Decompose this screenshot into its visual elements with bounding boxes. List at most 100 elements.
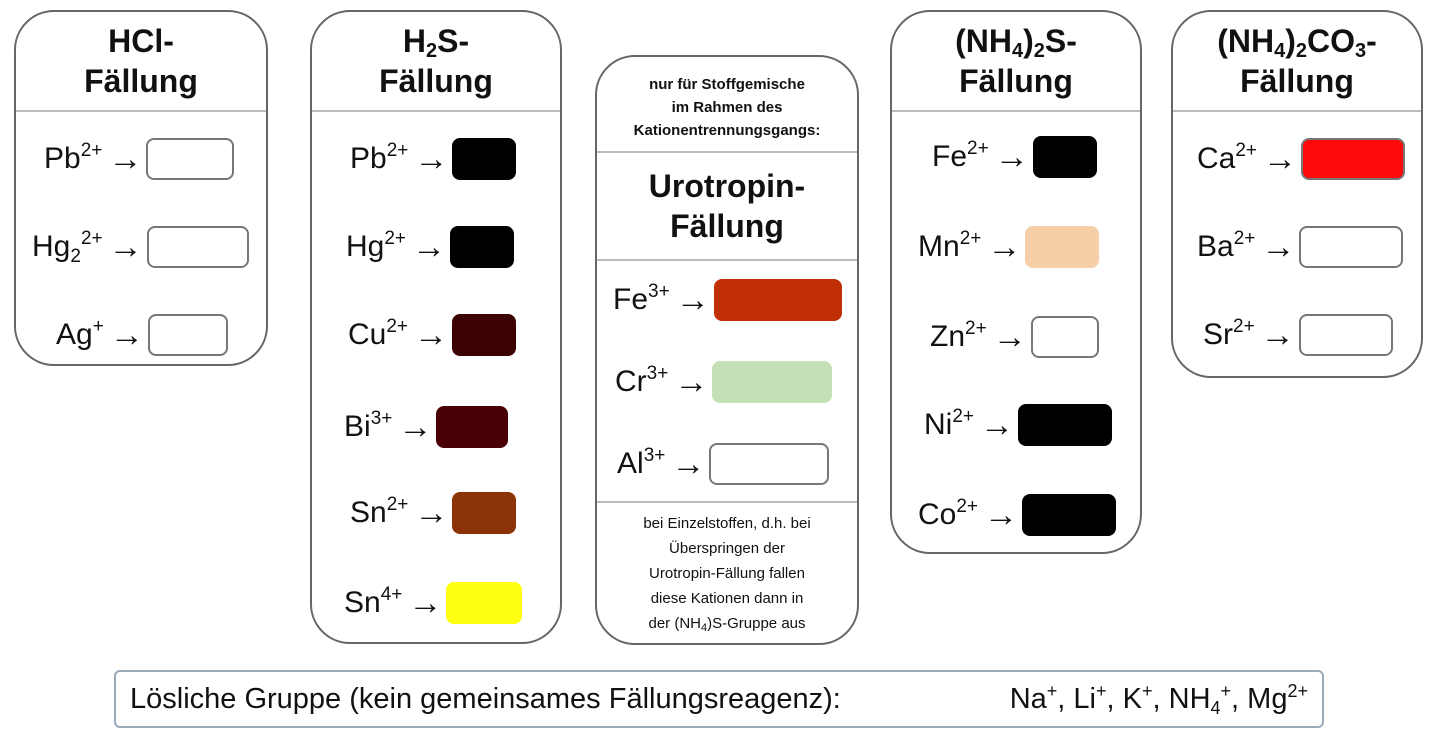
ion-label: Sn2+ <box>350 494 409 529</box>
ion-row: Ba2+ → <box>1197 226 1404 268</box>
mixture-note: nur für Stoffgemische im Rahmen des Kati… <box>597 57 857 153</box>
arrow-icon: → <box>414 140 449 178</box>
ion-label: Ni2+ <box>924 406 975 441</box>
ion-label: Bi3+ <box>344 408 393 443</box>
arrow-icon: → <box>984 496 1019 534</box>
group-header: (NH4)2S- Fällung <box>892 12 1140 112</box>
arrow-icon: → <box>675 281 710 319</box>
precipitate-swatch <box>712 361 833 403</box>
group-title: H2S- <box>402 23 470 62</box>
group-title: Urotropin- <box>648 168 806 204</box>
ion-label: Ca2+ <box>1197 140 1258 175</box>
ion-row: Ni2+ → <box>924 404 1113 446</box>
precipitate-swatch <box>1022 494 1117 536</box>
precipitate-swatch <box>436 406 509 448</box>
group-header: HCl- Fällung <box>16 12 266 112</box>
precipitate-swatch <box>709 443 830 485</box>
ion-label: Sr2+ <box>1203 316 1255 351</box>
arrow-icon: → <box>1260 316 1295 354</box>
arrow-icon: → <box>408 584 443 622</box>
ion-label: Hg2+ <box>346 228 407 263</box>
precipitate-swatch <box>713 279 842 321</box>
ion-row: Hg22+ → <box>32 226 249 268</box>
ion-row: Cr3+ → <box>615 361 833 403</box>
single-substance-note: bei Einzelstoffen, d.h. bei Überspringen… <box>597 501 857 643</box>
ion-label: Mn2+ <box>918 228 982 263</box>
ion-label: Fe2+ <box>932 138 989 173</box>
ion-row: Al3+ → <box>617 443 830 485</box>
ion-row: Ca2+ → <box>1197 138 1406 180</box>
arrow-icon: → <box>414 316 449 354</box>
arrow-icon: → <box>108 228 143 266</box>
ion-row: Cu2+ → <box>348 314 517 356</box>
arrow-icon: → <box>412 228 447 266</box>
ion-row: Zn2+ → <box>930 316 1099 358</box>
group-title: (NH4)2CO3- <box>1217 23 1377 62</box>
soluble-group-label: Lösliche Gruppe (kein gemeinsames Fällun… <box>130 682 841 715</box>
group-title-line2: Fällung <box>379 63 493 99</box>
ion-row: Bi3+ → <box>344 406 509 448</box>
ion-label: Ba2+ <box>1197 228 1256 263</box>
ion-row: Pb2+ → <box>44 138 235 180</box>
group-title-line2: Fällung <box>959 63 1073 99</box>
ion-row: Mn2+ → <box>918 226 1100 268</box>
ion-row: Fe2+ → <box>932 136 1097 178</box>
ion-label: Hg22+ <box>32 228 103 267</box>
ion-row: Sn4+ → <box>344 582 523 624</box>
arrow-icon: → <box>992 318 1027 356</box>
arrow-icon: → <box>987 228 1022 266</box>
ion-label: Zn2+ <box>930 318 987 353</box>
ion-row: Sn2+ → <box>350 492 517 534</box>
ion-label: Pb2+ <box>44 140 103 175</box>
group-card-nh4-2co3: (NH4)2CO3- Fällung Ca2+ → Ba2+ → Sr2+ → <box>1171 10 1423 378</box>
ion-label: Fe3+ <box>613 281 670 316</box>
group-title: HCl- <box>108 23 174 59</box>
arrow-icon: → <box>671 445 706 483</box>
precipitate-swatch <box>1032 136 1097 178</box>
arrow-icon: → <box>980 406 1015 444</box>
group-header: Urotropin- Fällung <box>597 153 857 261</box>
arrow-icon: → <box>398 408 433 446</box>
soluble-group-ions: Na+, Li+, K+, NH4+, Mg2+ <box>1009 680 1308 718</box>
ion-row: Pb2+ → <box>350 138 517 180</box>
group-title-line2: Fällung <box>84 63 198 99</box>
group-card-h2s: H2S- Fällung Pb2+ → Hg2+ → Cu2+ → Bi3+ →… <box>310 10 562 644</box>
ion-label: Cu2+ <box>348 316 409 351</box>
ion-label: Cr3+ <box>615 363 669 398</box>
precipitate-swatch <box>146 138 235 180</box>
group-title: (NH4)2S- <box>955 23 1077 62</box>
ion-row: Ag+ → <box>56 314 228 356</box>
precipitate-swatch <box>1025 226 1100 268</box>
ion-row: Co2+ → <box>918 494 1117 536</box>
arrow-icon: → <box>108 140 143 178</box>
precipitate-swatch <box>452 314 517 356</box>
precipitate-swatch <box>1299 226 1404 268</box>
arrow-icon: → <box>1261 228 1296 266</box>
arrow-icon: → <box>109 316 144 354</box>
group-title-line2: Fällung <box>670 208 784 244</box>
arrow-icon: → <box>994 138 1029 176</box>
precipitate-swatch <box>1030 316 1099 358</box>
ion-row: Sr2+ → <box>1203 314 1393 356</box>
precipitate-swatch <box>146 226 249 268</box>
ion-label: Al3+ <box>617 445 666 480</box>
group-title-line2: Fällung <box>1240 63 1354 99</box>
precipitate-swatch <box>446 582 523 624</box>
ion-row: Hg2+ → <box>346 226 515 268</box>
group-card-hcl: HCl- Fällung Pb2+ → Hg22+ → Ag+ → <box>14 10 268 366</box>
precipitate-swatch <box>452 492 517 534</box>
soluble-group-box: Lösliche Gruppe (kein gemeinsames Fällun… <box>114 670 1324 728</box>
ion-label: Sn4+ <box>344 584 403 619</box>
precipitate-swatch <box>147 314 228 356</box>
group-card-urotropin: nur für Stoffgemische im Rahmen des Kati… <box>595 55 859 645</box>
ion-label: Co2+ <box>918 496 979 531</box>
arrow-icon: → <box>1263 140 1298 178</box>
precipitate-swatch <box>1298 314 1393 356</box>
group-header: (NH4)2CO3- Fällung <box>1173 12 1421 112</box>
precipitate-swatch <box>452 138 517 180</box>
arrow-icon: → <box>674 363 709 401</box>
group-header: H2S- Fällung <box>312 12 560 112</box>
ion-label: Pb2+ <box>350 140 409 175</box>
ion-row: Fe3+ → <box>613 279 842 321</box>
precipitate-swatch <box>1018 404 1113 446</box>
